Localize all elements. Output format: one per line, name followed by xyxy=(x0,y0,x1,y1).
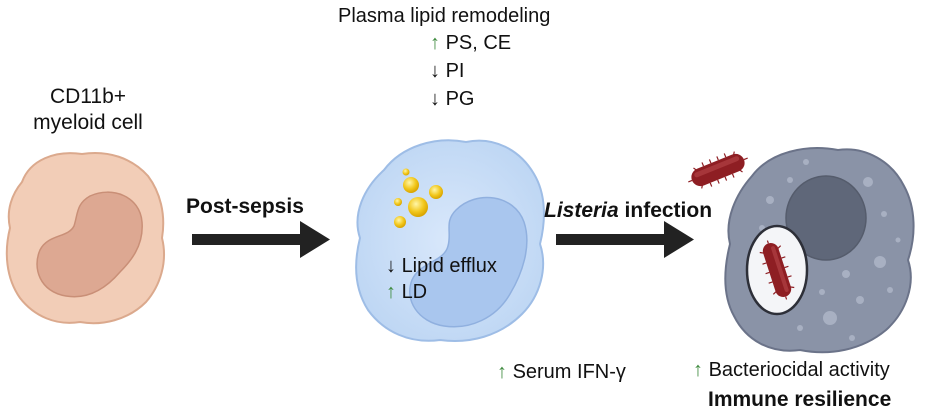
lipid-droplet xyxy=(394,198,402,206)
bacterium-icon xyxy=(688,151,748,189)
post-sepsis-cell xyxy=(355,139,545,342)
serum-text: Serum IFN-γ xyxy=(512,361,626,383)
cell-label-line2: myeloid cell xyxy=(33,111,143,134)
activated-cell xyxy=(724,147,915,354)
up-arrow-icon: ↑ xyxy=(430,32,440,54)
up-arrow-icon: ↑ xyxy=(497,361,507,383)
down-arrow-icon: ↓ xyxy=(430,60,440,82)
lipid-droplet xyxy=(402,168,410,176)
remodeling-item: ↓ PG xyxy=(430,89,474,109)
down-arrow-icon: ↓ xyxy=(386,255,396,277)
remodeling-item: ↓ PI xyxy=(430,61,464,81)
lipid-droplet xyxy=(408,197,428,217)
cell-change-item: ↑ LD xyxy=(386,282,427,302)
up-arrow-icon: ↑ xyxy=(693,359,703,381)
lipid-droplet xyxy=(394,216,406,228)
outcome-text: Bacteriocidal activity xyxy=(708,359,890,381)
outcome-label: ↑ Bacteriocidal activity xyxy=(693,360,890,380)
cell-change-item: ↓ Lipid efflux xyxy=(386,256,497,276)
remodeling-title: Plasma lipid remodeling xyxy=(338,5,551,27)
step1-label: Post-sepsis xyxy=(186,195,304,218)
serum-label: ↑ Serum IFN-γ xyxy=(497,362,626,382)
process-arrow-1 xyxy=(192,221,330,258)
down-arrow-icon: ↓ xyxy=(430,88,440,110)
remodeling-item: ↑ PS, CE xyxy=(430,33,511,53)
resilience-label: Immune resilience xyxy=(708,388,892,411)
lipid-droplet xyxy=(403,177,419,193)
process-arrow-2 xyxy=(556,221,694,258)
cell-change-text: LD xyxy=(401,281,428,303)
bacterium-icon xyxy=(759,240,795,300)
step2-label-rest: infection xyxy=(618,199,713,222)
remodeling-item-text: PS, CE xyxy=(445,32,512,54)
step2-label: Listeria infection xyxy=(544,200,712,221)
remodeling-item-text: PG xyxy=(445,88,475,110)
lipid-droplet xyxy=(429,185,443,199)
remodeling-item-text: PI xyxy=(445,60,465,82)
myeloid-cell xyxy=(5,152,166,325)
cell-change-text: Lipid efflux xyxy=(401,255,497,277)
step2-label-italic: Listeria xyxy=(544,199,619,222)
up-arrow-icon: ↑ xyxy=(386,281,396,303)
cell-label-line1: CD11b+ xyxy=(49,85,127,108)
